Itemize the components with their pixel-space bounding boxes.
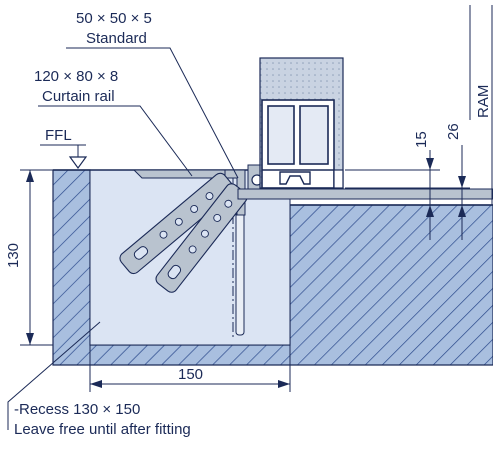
recess-label-line1: -Recess 130 × 150 bbox=[14, 401, 140, 418]
anchor-strap-upper bbox=[119, 172, 235, 275]
ffl-marker: FFL bbox=[40, 127, 88, 170]
dimension-26: 26 bbox=[345, 123, 470, 240]
dimension-150: 150 bbox=[89, 345, 291, 392]
leader-lines bbox=[7, 47, 239, 430]
standard-name-label: Standard bbox=[86, 30, 147, 47]
frame-profile bbox=[259, 57, 344, 189]
dimension-150-label: 150 bbox=[178, 366, 203, 383]
dimension-15-label: 15 bbox=[413, 131, 430, 148]
dimension-130-label: 130 bbox=[5, 243, 22, 268]
curtain-size-label: 120 × 80 × 8 bbox=[34, 68, 118, 85]
ffl-label: FFL bbox=[45, 127, 72, 144]
standard-size-label: 50 × 50 × 5 bbox=[76, 10, 152, 27]
dimension-15: 15 bbox=[345, 131, 440, 240]
dimension-26-label: 26 bbox=[445, 123, 462, 140]
ram-label: RAM bbox=[475, 85, 492, 118]
dimension-130: 130 bbox=[5, 169, 53, 346]
curtain-name-label: Curtain rail bbox=[42, 88, 115, 105]
recess-label-line2: Leave free until after fitting bbox=[14, 421, 191, 438]
ram-reference: RAM bbox=[469, 5, 493, 205]
